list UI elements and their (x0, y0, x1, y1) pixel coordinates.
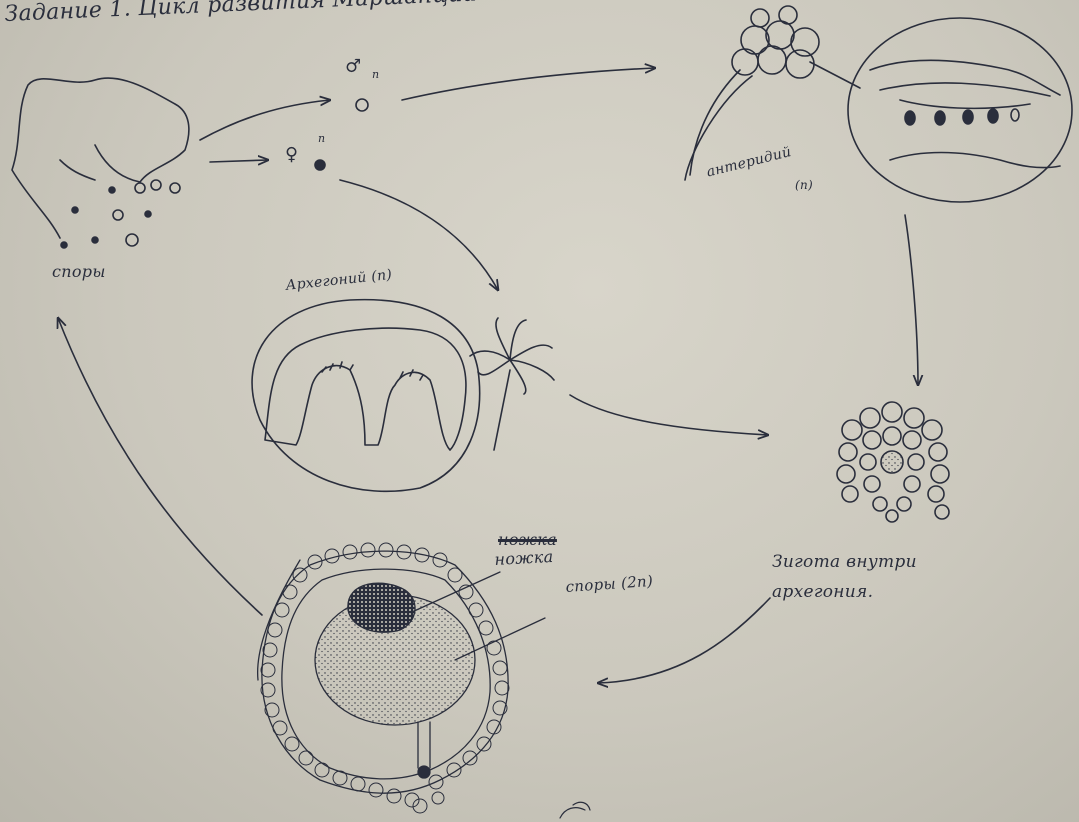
zygote-drawing (837, 402, 949, 522)
spores-label: споры (52, 262, 106, 281)
archegoniophore-drawing (470, 318, 554, 450)
antheridium-magnified (848, 18, 1072, 202)
zygote-label-line2: архегония. (772, 582, 873, 602)
antheridium-ploidy-label: (n) (795, 178, 813, 192)
female-symbol: ♀ (285, 144, 298, 165)
male-symbol: ♂ (345, 56, 361, 77)
sporogonium-drawing (258, 543, 545, 813)
female-ploidy-label: n (318, 132, 325, 145)
thallus-drawing (12, 78, 189, 238)
male-spore (356, 99, 368, 111)
zygote-label-line1: Зигота внутри (772, 552, 917, 572)
female-spore (315, 160, 325, 170)
male-ploidy-label: n (372, 68, 379, 81)
corner-scribble (560, 802, 590, 818)
foot-label: ножка (494, 547, 554, 569)
archegonium-drawing (252, 300, 480, 492)
spores-cluster (61, 180, 180, 248)
